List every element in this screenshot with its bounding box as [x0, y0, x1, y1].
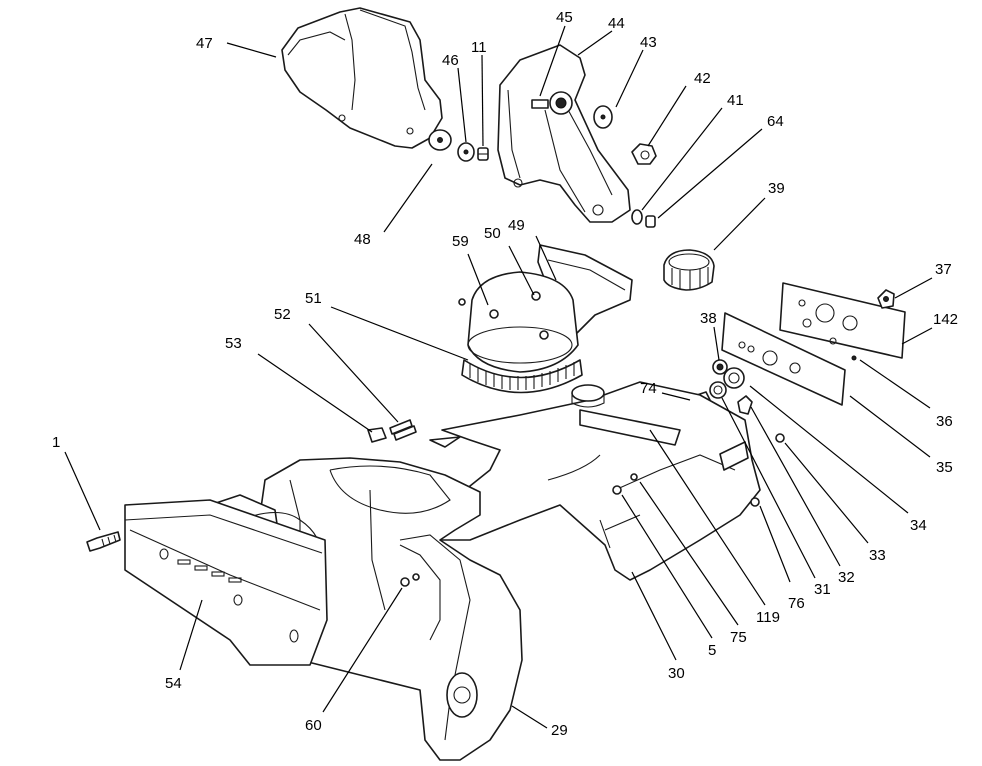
leader-60 [322, 587, 403, 713]
leader-45 [539, 25, 566, 97]
callout-119: 119 [756, 609, 780, 626]
callout-74: 74 [640, 380, 657, 397]
main-frame-part [429, 381, 761, 581]
leader-31 [721, 397, 816, 579]
leader-52 [308, 323, 399, 423]
leader-32 [750, 406, 841, 567]
deflector-fasteners [428, 129, 489, 162]
callout-29: 29 [551, 722, 568, 739]
leader-53 [257, 353, 373, 433]
leader-75 [639, 481, 739, 626]
callout-59: 59 [452, 233, 469, 250]
callout-41: 41 [727, 92, 744, 109]
leader-38 [713, 326, 720, 361]
callout-46: 46 [442, 52, 459, 69]
leader-39 [713, 197, 766, 251]
callout-47: 47 [196, 35, 213, 52]
callout-49: 49 [508, 217, 525, 234]
leader-35 [849, 395, 931, 458]
part-drawings [86, 7, 906, 761]
leader-51 [330, 306, 469, 361]
leader-43 [615, 49, 644, 108]
callout-64: 64 [767, 113, 784, 130]
leader-54 [179, 599, 203, 671]
callout-32: 32 [838, 569, 855, 586]
knob-42 [631, 143, 657, 165]
leader-142 [901, 327, 933, 345]
callout-39: 39 [768, 180, 785, 197]
callout-48: 48 [354, 231, 371, 248]
callout-53: 53 [225, 335, 242, 352]
chute-support-part [497, 44, 631, 223]
callout-11: 11 [471, 39, 487, 56]
leader-1 [64, 451, 101, 531]
leader-29 [511, 705, 548, 729]
callout-1: 1 [52, 434, 60, 451]
washer-41 [631, 209, 643, 225]
callout-75: 75 [730, 629, 747, 646]
leader-119 [649, 429, 766, 606]
callout-37: 37 [935, 261, 952, 278]
callout-31: 31 [814, 581, 831, 598]
leader-64 [657, 128, 763, 219]
callout-60: 60 [305, 717, 322, 734]
leader-47 [226, 42, 277, 58]
callout-51: 51 [305, 290, 322, 307]
leader-11 [481, 54, 484, 147]
leader-33 [784, 442, 869, 544]
callout-38: 38 [700, 310, 717, 327]
callout-34: 34 [910, 517, 927, 534]
callout-45: 45 [556, 9, 573, 26]
callout-52: 52 [274, 306, 291, 323]
leader-34 [749, 385, 909, 514]
leader-74 [661, 392, 691, 401]
callout-35: 35 [936, 459, 953, 476]
nut-64 [645, 215, 656, 228]
callout-36: 36 [936, 413, 953, 430]
callout-43: 43 [640, 34, 657, 51]
leader-lines [64, 25, 933, 729]
callout-5: 5 [708, 642, 716, 659]
callout-labels: 47 46 11 45 44 43 42 41 64 48 39 59 50 4… [52, 9, 958, 739]
dash-panels [721, 282, 906, 406]
callout-54: 54 [165, 675, 182, 692]
leader-46 [457, 67, 467, 143]
callout-33: 33 [869, 547, 886, 564]
callout-142: 142 [933, 311, 958, 328]
leader-41 [641, 107, 723, 211]
front-shield-part [124, 499, 328, 666]
leader-42 [647, 85, 687, 147]
fasteners-52-53 [367, 419, 461, 448]
leader-30 [631, 571, 677, 661]
callout-76: 76 [788, 595, 805, 612]
cap-39 [663, 249, 715, 291]
leader-5 [621, 494, 713, 639]
bolt-1 [86, 531, 121, 552]
chute-housing-part [458, 244, 633, 394]
callout-50: 50 [484, 225, 501, 242]
leader-48 [383, 163, 433, 233]
leader-49 [535, 235, 557, 281]
leader-37 [894, 277, 933, 299]
leader-50 [508, 245, 535, 296]
leader-76 [759, 505, 791, 583]
leader-59 [467, 253, 489, 306]
callout-42: 42 [694, 70, 711, 87]
callout-30: 30 [668, 665, 685, 682]
callout-44: 44 [608, 15, 625, 32]
chute-deflector-part [281, 7, 443, 149]
leader-36 [859, 359, 931, 409]
leader-44 [577, 30, 613, 56]
